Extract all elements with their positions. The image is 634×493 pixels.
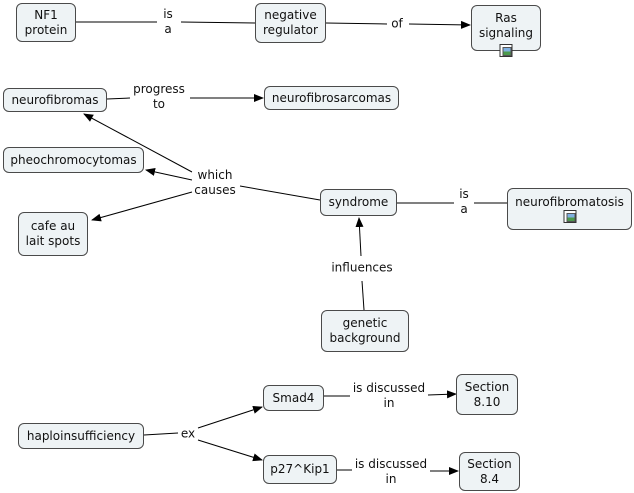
link-ex: ex	[178, 426, 198, 442]
edge-genetic-influences	[361, 280, 365, 311]
edge-negreg-of	[325, 22, 388, 25]
link-is-a-2: is a	[457, 187, 471, 217]
edge-causes-pheo	[145, 168, 193, 181]
node-syndrome[interactable]: syndrome	[320, 189, 397, 216]
node-neurofibromas[interactable]: neurofibromas	[3, 88, 107, 112]
edge-neurofibromas-progress	[106, 97, 131, 100]
node-p27kip1[interactable]: p27^Kip1	[263, 455, 337, 484]
node-section-8-10[interactable]: Section 8.10	[456, 374, 518, 415]
image-icon[interactable]	[563, 210, 577, 223]
link-which-causes: which causes	[192, 168, 238, 198]
node-haploinsufficiency[interactable]: haploinsufficiency	[18, 423, 144, 449]
node-nf1-protein[interactable]: NF1 protein	[16, 3, 76, 42]
edge-causes-neurofibromas	[83, 113, 193, 173]
image-icon[interactable]	[499, 44, 513, 57]
edge-of-ras	[408, 20, 471, 29]
link-progress-to: progress to	[131, 82, 187, 112]
edge-ex-p27	[197, 439, 263, 462]
link-is-a: is a	[161, 7, 175, 37]
edge-influences-syndrome	[355, 217, 364, 257]
edge-syndrome-which-causes	[239, 185, 321, 201]
edge-is-a-negative-regulator	[180, 21, 256, 24]
node-neurofibromatosis[interactable]: neurofibromatosis	[507, 188, 632, 230]
node-cafe-au-lait-spots[interactable]: cafe au lait spots	[18, 212, 88, 256]
edge-haplo-ex	[143, 432, 179, 436]
edge-ex-smad4	[197, 406, 263, 429]
link-is-discussed-in-2: is discussed in	[352, 457, 430, 487]
node-genetic-background[interactable]: genetic background	[321, 310, 409, 352]
link-influences: influences	[329, 260, 395, 276]
edge-discussed-810	[427, 390, 457, 399]
node-smad4[interactable]: Smad4	[263, 385, 324, 411]
edge-causes-cafe	[91, 191, 193, 222]
node-section-8-4[interactable]: Section 8.4	[459, 452, 520, 491]
link-is-discussed-in: is discussed in	[350, 381, 428, 411]
node-neurofibrosarcomas[interactable]: neurofibrosarcomas	[264, 86, 399, 110]
node-negative-regulator[interactable]: negative regulator	[255, 3, 326, 43]
node-pheochromocytomas[interactable]: pheochromocytomas	[3, 147, 144, 173]
node-ras-signaling[interactable]: Ras signaling	[471, 5, 541, 51]
link-of: of	[389, 16, 405, 32]
